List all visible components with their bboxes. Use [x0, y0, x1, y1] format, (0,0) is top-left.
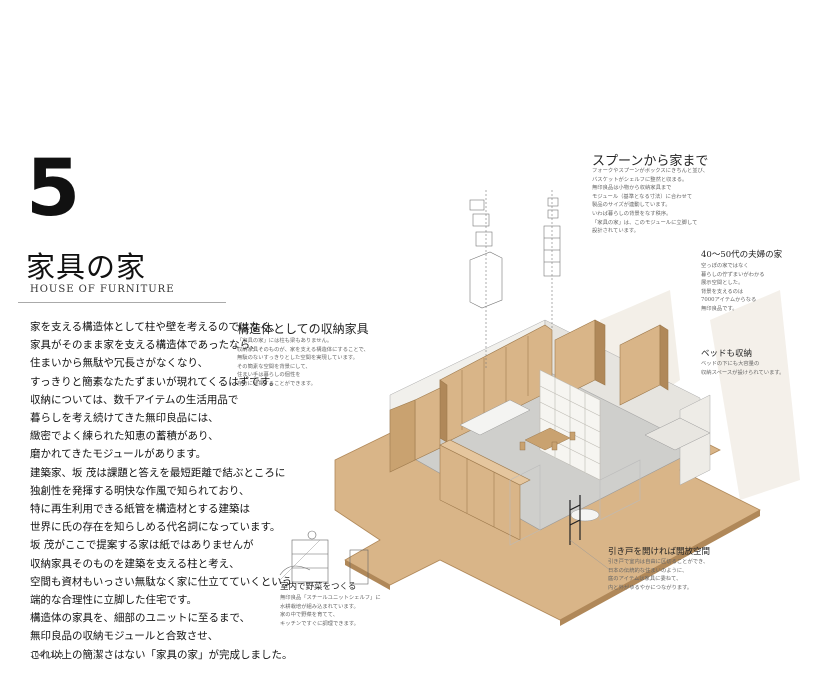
annotation-line: 7000アイテムからなる [701, 297, 757, 304]
body-line: 空間も資材もいっさい無駄なく家に仕立てていくという [30, 575, 293, 588]
body-line: 建築家、坂 茂は課題と答えを最短距離で結ぶところに [30, 466, 286, 479]
annotation-bed-title: ベッドも収納 [701, 349, 753, 359]
annotation-line: バスケットがシェルフに整然と収まる。 [592, 176, 688, 183]
annotation-line: 背景を支えるのは [701, 288, 744, 295]
annotation-line: 庭のアイテムは家具に委ねて、 [608, 576, 682, 583]
annotation-vegetable-body: 無印良品「スチールユニットシェルフ」に 水耕栽培が組み込まれています。 家の中で… [280, 594, 381, 628]
body-line: 住まいから無駄や冗長さがなくなり、 [30, 357, 209, 370]
annotation-line: 家の中で野菜を育てて、 [280, 612, 339, 619]
annotation-vegetable-title: 室内で野菜をつくる [280, 582, 357, 592]
body-line: 緻密でよく練られた知恵の蓄積があり、 [30, 430, 219, 443]
page-numbers: 104 | 105 [30, 651, 64, 659]
bed [644, 417, 711, 451]
annotation-structure-title: 構造体としての収納家具 [237, 322, 369, 336]
wood-deck-edge-right [560, 510, 760, 626]
dining-set [519, 427, 576, 451]
body-line: 構造体の家具を、細部のユニットに至るまで、 [30, 612, 251, 625]
annotation-couple-title: 40〜50代の夫婦の家 [701, 250, 783, 260]
annotation-line: 無駄のないすっきりとした空間を実現しています。 [237, 355, 358, 362]
body-line: 磨かれてきたモジュールがあります。 [30, 448, 207, 461]
body-line: 無印良品の収納モジュールと合致させ、 [30, 630, 219, 643]
annotation-spoon-title: スプーンから家まで [592, 154, 709, 169]
annotation-line: モジュール（基準となる寸法）に合わせて [592, 193, 693, 200]
annotation-line: 暮らしの佇ずまいがわかる [701, 271, 765, 278]
storage-unit-left [389, 387, 441, 473]
annotation-spoon-body: フォークやスプーンがボックスにきちんと並び、 バスケットがシェルフに整然と収まる… [592, 167, 708, 236]
body-line: 特に再生利用できる紙管を構造材とする建築は [30, 503, 250, 516]
annotation-line: いわば暮らしの背景をなす秩序。 [592, 210, 672, 217]
annotation-structure-body: 「家具の家」には柱も梁もありません。 収納家具そのものが、家を支える構造体にする… [237, 337, 369, 389]
annotation-line: 収納スペースが設けられています。 [701, 369, 785, 376]
body-line: すっきりと簡素なたたずまいが現れてくるはずです。 [30, 375, 280, 388]
vegetable-shelf-sketch [279, 530, 369, 585]
annotation-line: 空っぽの家ではなく [701, 263, 749, 269]
annotation-line: 無印良品「スチールユニットシェルフ」に [280, 595, 381, 601]
annotation-line: ベッドの下にも大容量の [701, 361, 760, 367]
annotation-line: 展示空間とした。 [701, 280, 744, 287]
annotation-sliding-body: 引き戸で室内は自由に区切ることができ、 日本の伝統的な住まいのように、 庭のアイ… [608, 558, 708, 592]
round-table [570, 508, 600, 522]
title-divider [18, 302, 226, 303]
annotation-line: 「家具の家」には柱も梁もありません。 [237, 338, 333, 344]
annotation-line: 収納家具そのものが、家を支える構造体にすることで、 [237, 346, 369, 353]
annotation-couple-body: 空っぽの家ではなく 暮らしの佇ずまいがわかる 展示空間とした。 背景を支えるのは… [701, 262, 765, 314]
body-line: 収納については、数千アイテムの生活用品で [30, 393, 239, 406]
annotation-line: 存分に発揮することができます。 [237, 380, 316, 387]
body-line: 暮らしを考え続けてきた無印良品には、 [30, 412, 219, 425]
glass-partitions [509, 459, 641, 546]
annotation-line: 設計されています。 [592, 228, 639, 235]
body-line: 世界に氏の存在を知らしめる代名詞になっています。 [30, 521, 281, 534]
exploded-modules [469, 190, 561, 370]
annotation-line: キッチンですぐに調理できます。 [280, 620, 359, 627]
body-line: 収納家具そのものを建築を支える柱と考え、 [30, 557, 240, 570]
annotation-line: 引き戸で室内は自由に区切ることができ、 [608, 559, 709, 565]
black-shelf [569, 495, 581, 545]
wood-deck-edge [345, 560, 390, 590]
annotation-line: 無印良品です。 [701, 305, 738, 312]
annotation-line: 無印良品は小物から収納家具まで [592, 185, 672, 192]
annotation-line: その簡素な空間を背景にして、 [237, 363, 311, 370]
body-line: 家具がそのまま家を支える構造体であったなら、 [30, 339, 261, 352]
annotation-line: 住まい手は暮らしの個性を [237, 372, 301, 379]
annotation-sliding-title: 引き戸を開ければ開放空間 [608, 547, 711, 557]
leader-lines [279, 539, 611, 581]
annotation-line: フォークやスプーンがボックスにきちんと並び、 [592, 168, 709, 174]
body-line: 端的な合理性に立脚した住宅です。 [30, 594, 197, 607]
body-line: 独創性を発揮する明快な作風で知られており、 [30, 484, 250, 497]
annotation-line: 日本の伝統的な住まいのように、 [608, 567, 688, 574]
storage-unit-front [439, 439, 531, 541]
annotation-line: 「家具の家」は、このモジュールに立脚して [592, 219, 698, 226]
annotation-line: 水耕栽培が組み込まれています。 [280, 603, 359, 610]
annotation-bed-body: ベッドの下にも大容量の 収納スペースが設けられています。 [701, 360, 784, 377]
kitchen-counter [459, 399, 531, 436]
chapter-title: 家具の家 [26, 250, 147, 284]
body-text: 家を支える構造体として柱や壁を考えるのではなく、 家具がそのまま家を支える構造体… [30, 318, 293, 664]
chapter-number: 5 [26, 144, 81, 234]
chapter-subtitle: HOUSE OF FURNITURE [30, 284, 175, 295]
light-beam-right [710, 290, 800, 500]
annotation-line: 製品のサイズが連動しています。 [592, 202, 671, 209]
body-line: 家を支える構造体として柱や壁を考えるのではなく、 [30, 321, 282, 333]
body-line: 坂 茂がここで提案する家は紙ではありませんが [30, 539, 254, 552]
body-line: これ以上の簡潔さはない「家具の家」が完成しました。 [30, 648, 293, 661]
storage-units-right [554, 319, 669, 406]
annotation-line: 内と外がゆるやかにつながります。 [608, 584, 693, 591]
isometric-house-illustration [279, 190, 800, 626]
